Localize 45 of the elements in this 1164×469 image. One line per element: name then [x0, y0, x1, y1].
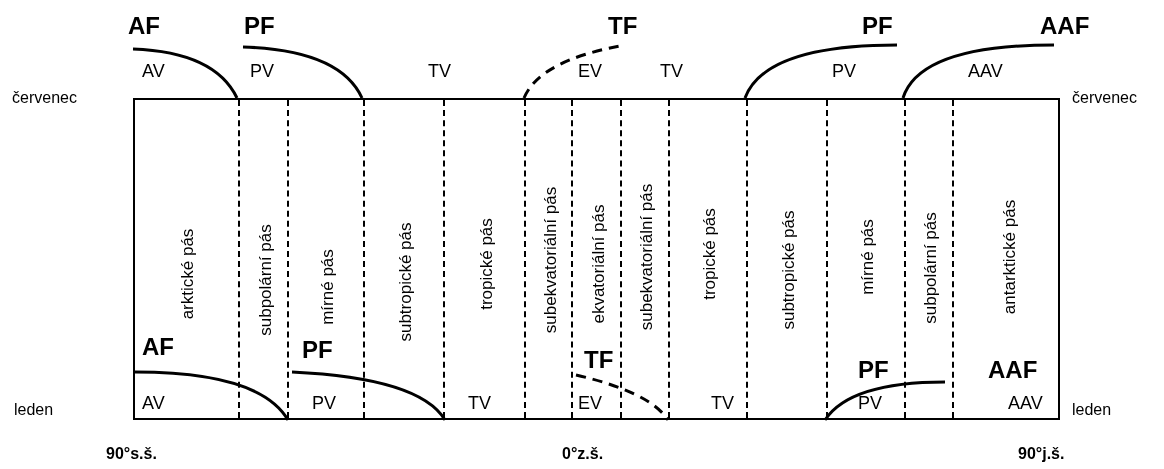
latitude-label: 90°j.š. — [1018, 446, 1065, 462]
air-mass-label: PV — [312, 394, 336, 412]
front-label: PF — [244, 14, 275, 38]
zone-label: mírné pás — [318, 249, 336, 325]
zone-label: subekvatoriální pás — [541, 186, 558, 334]
zone-label: mírné pás — [858, 219, 876, 295]
front-label: TF — [608, 14, 638, 38]
air-mass-label: TV — [428, 62, 451, 80]
front-label: TF — [584, 348, 614, 372]
zone-label: subtropické pás — [396, 222, 414, 342]
front-label: AF — [128, 14, 160, 38]
air-mass-label: AAV — [968, 62, 1003, 80]
air-mass-label: AV — [142, 394, 165, 412]
zone-label: tropické pás — [700, 208, 718, 300]
month-label: leden — [1072, 402, 1112, 418]
zone-label: subtropické pás — [779, 210, 797, 330]
chart-frame — [133, 98, 1060, 420]
air-mass-label: PV — [250, 62, 274, 80]
latitude-label: 0°z.š. — [562, 446, 604, 462]
front-label: PF — [302, 338, 333, 362]
air-mass-label: PV — [858, 394, 882, 412]
air-mass-label: TV — [660, 62, 683, 80]
front-label: PF — [862, 14, 893, 38]
air-mass-label: TV — [711, 394, 734, 412]
front-label: AAF — [1040, 14, 1090, 38]
zone-label: antarktické pás — [1000, 199, 1017, 315]
air-mass-label: AV — [142, 62, 165, 80]
air-mass-label: EV — [578, 394, 602, 412]
air-mass-label: EV — [578, 62, 602, 80]
zone-label: arktické pás — [178, 228, 196, 320]
zone-label: subpolární pás — [921, 212, 939, 324]
month-label: leden — [14, 402, 54, 418]
latitude-label: 90°s.š. — [106, 446, 157, 462]
air-mass-label: PV — [832, 62, 856, 80]
zone-label: ekvatoriální pás — [589, 204, 606, 324]
month-label: červenec — [1072, 90, 1137, 106]
zone-label: tropické pás — [477, 218, 494, 310]
front-label: PF — [858, 358, 889, 382]
air-mass-label: TV — [468, 394, 491, 412]
air-mass-label: AAV — [1008, 394, 1043, 412]
month-label: červenec — [12, 90, 77, 106]
front-label: AF — [142, 335, 174, 359]
zone-label: subpolární pás — [256, 224, 273, 336]
zone-label: subekvatoriální pás — [637, 183, 655, 331]
front-label: AAF — [988, 358, 1038, 382]
